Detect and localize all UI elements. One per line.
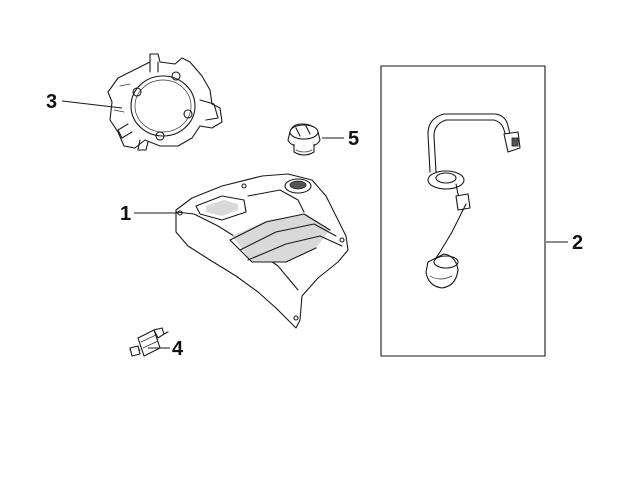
part-fuel-pump-unit [380, 65, 546, 357]
callout-4: 4 [172, 338, 184, 360]
leader-3 [61, 100, 123, 109]
leader-lines [61, 100, 568, 349]
callout-1: 1 [120, 203, 131, 225]
part-tank-flange-plate [107, 53, 223, 151]
part-fuel-tank [175, 173, 349, 329]
callout-3: 3 [46, 91, 57, 113]
part-fuel-filter [129, 327, 169, 357]
callout-2: 2 [572, 232, 583, 254]
callout-5: 5 [348, 128, 359, 150]
part-fuel-cap [287, 123, 321, 156]
callout-numbers: 3 1 5 4 2 [46, 91, 583, 360]
pump-unit-frame [380, 65, 546, 357]
